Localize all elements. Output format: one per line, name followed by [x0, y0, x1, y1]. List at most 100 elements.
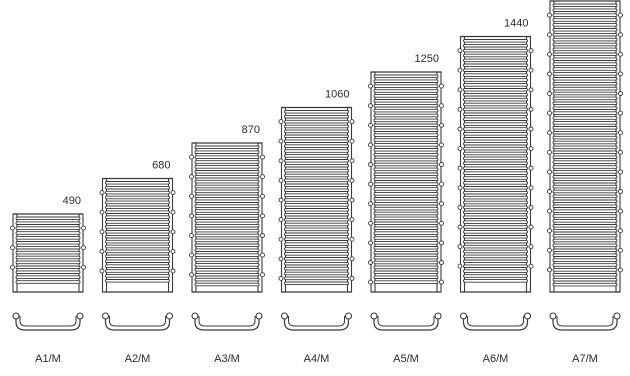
radiator-bracket-left [10, 245, 15, 251]
radiator-bar [15, 245, 81, 250]
radiator-bar [463, 186, 528, 190]
radiator-bracket-left [457, 67, 463, 73]
radiator-bar [552, 121, 618, 125]
radiator-bar [15, 221, 81, 225]
radiator-bar [552, 228, 618, 233]
radiator-bar [373, 157, 439, 162]
radiator-bar [463, 88, 528, 92]
radiator-bar [463, 78, 528, 82]
radiator-bar [105, 220, 170, 224]
model-label: A3/M [214, 353, 240, 365]
radiator-bracket-left [368, 260, 373, 265]
radiator-bracket-left [278, 197, 284, 203]
radiator-bar [15, 270, 81, 274]
radiator-bar [463, 132, 528, 136]
radiator-bar [194, 170, 260, 174]
radiator-bar [105, 274, 170, 278]
radiator-bar [284, 242, 349, 246]
radiator-bar [373, 167, 439, 172]
radiator-bar [284, 188, 349, 192]
radiator-bracket-left [547, 228, 552, 234]
radiator-bracket-left [368, 181, 373, 187]
radiator-bar [373, 138, 439, 142]
radiator-bracket-left [547, 110, 552, 116]
radiator-bracket-right [618, 208, 623, 214]
radiator-bar [373, 197, 439, 201]
radiator-top-view-inner [109, 316, 166, 327]
height-value-label: 870 [242, 124, 260, 136]
radiator-bracket-right [439, 181, 444, 187]
radiator-bar [284, 144, 349, 148]
radiator-bar [463, 195, 528, 200]
radiator-bracket-left [278, 138, 284, 144]
radiator-bar [284, 163, 349, 168]
radiator-bracket-right [528, 165, 534, 171]
radiator-top-view [373, 316, 439, 331]
radiator-bar [552, 23, 618, 27]
radiator-bar [284, 183, 349, 188]
radiator-bracket-left [189, 213, 194, 219]
radiator-bar [105, 254, 170, 259]
radiator-bracket-left [547, 91, 552, 96]
radiator-bracket-right [618, 110, 623, 116]
radiator-bracket-right [528, 87, 534, 93]
radiator-bar [284, 276, 349, 281]
radiator-bar [463, 97, 528, 102]
radiator-bar [194, 145, 260, 150]
radiator-bracket-right [81, 245, 86, 251]
radiator-bar [463, 63, 528, 68]
radiator-bar [552, 42, 618, 47]
radiator-bar [373, 89, 439, 93]
radiator-bar [373, 265, 439, 270]
radiator-bracket-right [349, 177, 355, 183]
radiator-bar [373, 74, 439, 79]
radiator-bar [194, 228, 260, 233]
height-value-label: 1440 [504, 18, 528, 30]
radiator-bracket-right [349, 275, 355, 281]
radiator-bracket-left [10, 264, 15, 270]
radiator-bar [373, 236, 439, 240]
radiator-bar [373, 133, 439, 137]
radiator-bracket-left [547, 149, 552, 155]
radiator-bar [194, 243, 260, 248]
radiator-bracket-left [547, 267, 552, 273]
radiator-bar [552, 160, 618, 164]
radiator-bar [15, 250, 81, 255]
radiator-bracket-right [618, 267, 623, 273]
radiator-bracket-left [547, 247, 552, 253]
radiator-bar [284, 198, 349, 202]
radiator-bar [552, 116, 618, 120]
model-label: A6/M [483, 353, 509, 365]
radiator-bar [284, 119, 349, 124]
radiator-bar [373, 128, 439, 132]
radiator-bar [552, 150, 618, 155]
radiator-bracket-left [457, 224, 463, 230]
model-label: A7/M [572, 353, 598, 365]
radiator-top-view [15, 316, 81, 331]
radiator-bracket-right [528, 204, 534, 210]
radiator-bar [552, 52, 618, 57]
radiator-bracket-left [99, 190, 105, 196]
radiator-bracket-left [278, 236, 284, 242]
radiator-bar [463, 239, 528, 244]
radiator-bracket-right [618, 130, 623, 136]
radiator-bracket-right [528, 263, 534, 269]
radiator-bracket-left [189, 154, 194, 160]
radiator-bracket-right [439, 260, 444, 265]
height-value-label: 1250 [415, 53, 439, 65]
radiator-bracket-left [99, 248, 105, 254]
radiator-bracket-right [349, 138, 355, 144]
radiator-bracket-right [618, 12, 623, 18]
radiator-bar [373, 221, 439, 226]
radiator-bar [373, 206, 439, 211]
radiator-bar [463, 190, 528, 195]
radiator-bar [463, 279, 528, 283]
model-label: A2/M [125, 353, 151, 365]
radiator-bar [373, 231, 439, 235]
radiator-bar [463, 151, 528, 156]
radiator-bracket-left [547, 32, 552, 38]
radiator-bar [373, 255, 439, 260]
